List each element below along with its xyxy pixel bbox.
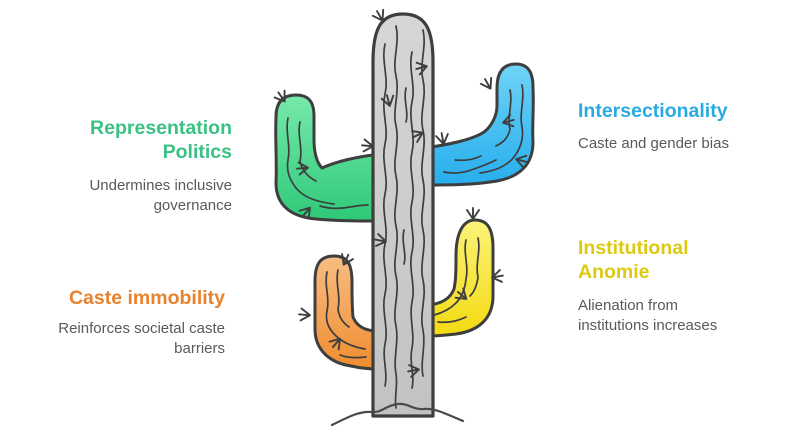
label-caste-immobility: Caste immobility Reinforces societal cas… bbox=[35, 286, 225, 359]
cactus-arm-green bbox=[274, 93, 382, 223]
label-heading-caste-immobility: Caste immobility bbox=[68, 287, 225, 309]
cactus-trunk bbox=[371, 12, 435, 418]
ground-line bbox=[330, 402, 465, 427]
label-institutional-anomie: Institutional Anomie Alienation from ins… bbox=[578, 236, 746, 336]
label-heading-intersectionality: Intersectionality bbox=[578, 100, 728, 122]
label-description-intersectionality: Caste and gender bias bbox=[578, 135, 729, 152]
label-intersectionality: Intersectionality Caste and gender bias bbox=[578, 99, 778, 154]
cactus-arm-blue bbox=[424, 62, 535, 187]
cactus-arm-yellow bbox=[426, 218, 495, 338]
label-description-representation-politics: Undermines inclusive governance bbox=[89, 177, 232, 214]
label-heading-institutional-anomie: Institutional Anomie bbox=[578, 237, 689, 283]
trunk-texture-lines bbox=[383, 25, 425, 409]
label-description-institutional-anomie: Alienation from institutions increases bbox=[578, 297, 718, 334]
label-heading-representation-politics: Representation Politics bbox=[90, 117, 232, 163]
label-description-caste-immobility: Reinforces societal caste barriers bbox=[58, 320, 225, 357]
arm-texture-lines bbox=[286, 84, 524, 359]
label-representation-politics: Representation Politics Undermines inclu… bbox=[40, 116, 232, 216]
cactus-arm-orange bbox=[313, 254, 380, 371]
